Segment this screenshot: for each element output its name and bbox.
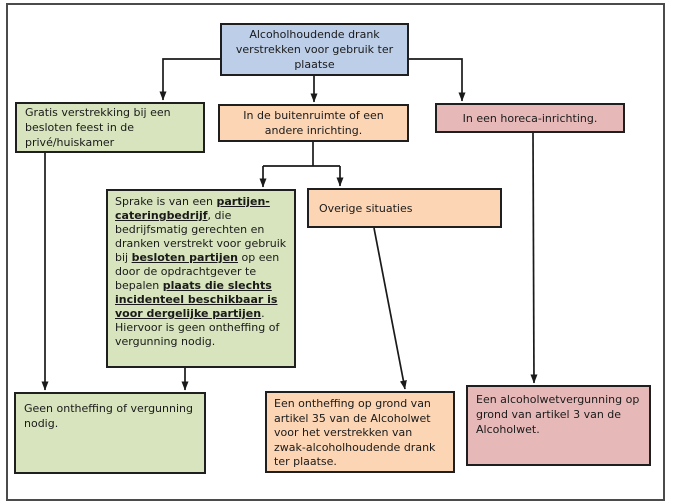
node-horeca-label: In een horeca-inrichting. [462,111,598,125]
node-geen-ontheffing: Geen ontheffing of vergunning nodig. [14,392,206,474]
node-catering-text: Sprake is van een partijen-cateringbedri… [115,195,287,348]
node-root-label: Alcoholhoudende drank verstrekken voor g… [235,28,394,71]
node-partijen-cateringbedrijf: Sprake is van een partijen-cateringbedri… [106,189,296,368]
node-gratis-verstrekking: Gratis verstrekking bij een besloten fee… [15,102,205,153]
node-buitenruimte: In de buitenruimte of een andere inricht… [218,104,409,142]
node-buitenruimte-label: In de buitenruimte of een andere inricht… [243,109,384,137]
node-ontheffing-label: Een ontheffing op grond van artikel 35 v… [274,397,436,468]
connector-horeca-to-vergunning [530,132,538,384]
node-vergunning-label: Een alcoholwetvergunning op grond van ar… [476,393,640,436]
node-root-alcoholhoudende-drank: Alcoholhoudende drank verstrekken voor g… [220,23,409,76]
figure-border [6,3,665,501]
node-overige-situaties: Overige situaties [307,188,502,228]
node-overige-label: Overige situaties [319,201,413,215]
node-horeca-inrichting: In een horeca-inrichting. [435,103,625,133]
connector-root-to-gratis [159,58,220,101]
node-ontheffing-artikel-35: Een ontheffing op grond van artikel 35 v… [265,391,455,473]
node-gratis-label: Gratis verstrekking bij een besloten fee… [25,106,171,149]
node-geen-label: Geen ontheffing of vergunning nodig. [24,402,193,430]
node-vergunning-artikel-3: Een alcoholwetvergunning op grond van ar… [466,385,651,466]
connector-overige-to-ontheffing [373,227,407,390]
connector-root-to-horeca [408,58,466,102]
connector-buitenruimte-stem [263,142,340,167]
